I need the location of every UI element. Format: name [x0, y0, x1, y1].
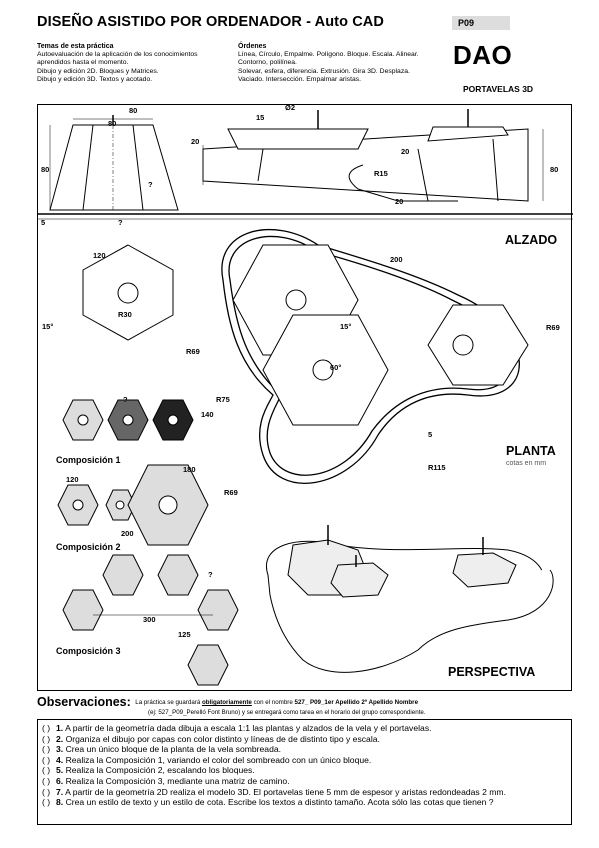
dim-180: 180	[183, 465, 196, 474]
composicion-3-label: Composición 3	[56, 646, 121, 656]
task-item: ( )6. Realiza la Composición 3, mediante…	[42, 775, 290, 786]
observaciones-text: La práctica se guardará obligatoriamente…	[135, 699, 419, 706]
ordenes-line: Línea, Círculo, Empalme. Polígono. Bloqu…	[238, 51, 419, 59]
dim-15: 15	[256, 113, 265, 122]
dim-o2: Ø2	[285, 103, 296, 112]
holder-elevation	[202, 109, 544, 202]
dim-20: 20	[401, 147, 410, 156]
dim-r69: R69	[546, 323, 560, 332]
alzado-label: ALZADO	[505, 233, 558, 247]
composition-1	[62, 399, 194, 441]
composition-2	[57, 464, 209, 546]
dim-question: ?	[118, 218, 123, 227]
task-item: ( )4. Realiza la Composición 1, variando…	[42, 754, 372, 765]
temas-line: Dibujo y edición 2D. Bloques y Matrices.	[37, 67, 159, 75]
ordenes-block: Órdenes Línea, Círculo, Empalme. Polígon…	[238, 43, 453, 84]
task-item: ( )8. Crea un estilo de texto y un estil…	[42, 797, 494, 808]
dim-5: 5	[41, 218, 46, 227]
dim-200: 200	[390, 255, 403, 264]
dim-15deg: 15°	[42, 322, 54, 331]
planta-label: PLANTA	[506, 444, 556, 458]
dim-5: 5	[428, 430, 433, 439]
dim-200: 200	[121, 529, 134, 538]
dim-60deg: 60°	[330, 363, 342, 372]
ordenes-line: Vaciado. Intersección. Empalmar aristas.	[238, 75, 362, 83]
task-item: ( )3. Crea un único bloque de la planta …	[42, 744, 282, 755]
dim-80: 80	[129, 106, 138, 115]
task-item: ( )7. A partir de la geometría 2D realiz…	[42, 786, 506, 797]
temas-line: Dibujo y edición 3D. Textos y acotado.	[37, 75, 153, 83]
temas-heading: Temas de esta práctica	[37, 43, 114, 50]
dim-r30: R30	[118, 310, 132, 319]
ordenes-heading: Órdenes	[238, 43, 267, 50]
composition-3	[62, 554, 239, 686]
temas-line: Autoevaluación de la aplicación de los c…	[37, 51, 198, 59]
perspectiva-label: PERSPECTIVA	[448, 665, 536, 679]
task-list: ( )1. A partir de la geometría dada dibu…	[37, 719, 572, 825]
dim-80: 80	[108, 119, 117, 128]
dim-question: ?	[148, 180, 153, 189]
perspective-view	[265, 525, 554, 673]
dim-120: 120	[93, 251, 106, 260]
dim-15deg: 15°	[340, 322, 352, 331]
dim-120: 120	[66, 475, 79, 484]
dim-20: 20	[191, 137, 200, 146]
observaciones-heading: Observaciones:	[37, 695, 131, 709]
temas-line: aprendidos hasta el momento.	[37, 59, 129, 67]
ordenes-line: Solevar, esfera, diferencia. Extrusión. …	[238, 67, 410, 75]
dim-80: 80	[550, 165, 559, 174]
practice-code: P09	[452, 16, 510, 30]
temas-block: Temas de esta práctica Autoevaluación de…	[37, 43, 237, 84]
technical-drawing-frame: ALZADO PLANTA cotas en mm PERSPECTIVA Co…	[37, 103, 573, 691]
candle-elevation	[49, 115, 179, 211]
dim-80: 80	[41, 165, 50, 174]
composicion-2-label: Composición 2	[56, 542, 121, 552]
dim-question: ?	[123, 395, 128, 404]
dim-20: 20	[395, 197, 404, 206]
composicion-1-label: Composición 1	[56, 455, 121, 465]
ordenes-line: Contorno, polilínea.	[238, 59, 297, 67]
technical-drawing	[38, 109, 573, 686]
dim-125: 125	[178, 630, 191, 639]
plan-hexagons	[82, 244, 529, 426]
task-item: ( )2. Organiza el dibujo por capas con c…	[42, 733, 380, 744]
dim-r69: R69	[224, 488, 238, 497]
dim-r115: R115	[428, 463, 446, 472]
dao-label: DAO	[453, 40, 513, 70]
dim-r75: R75	[216, 395, 230, 404]
observaciones: Observaciones: La práctica se guardará o…	[37, 693, 418, 711]
dim-300: 300	[143, 615, 156, 624]
observaciones-line2: (ej: 527_P09_Perelló Font Bruno) y se en…	[148, 709, 426, 716]
practice-subject: PORTAVELAS 3D	[463, 84, 534, 94]
dim-140: 140	[201, 410, 214, 419]
cotas-label: cotas en mm	[506, 460, 547, 467]
dim-question: ?	[208, 570, 213, 579]
page-title: DISEÑO ASISTIDO POR ORDENADOR - Auto CAD	[37, 14, 384, 30]
dim-r15: R15	[374, 169, 388, 178]
task-item: ( )5. Realiza la Composición 2, escaland…	[42, 765, 255, 776]
task-item: ( )1. A partir de la geometría dada dibu…	[42, 723, 432, 733]
dim-r69: R69	[186, 347, 200, 356]
